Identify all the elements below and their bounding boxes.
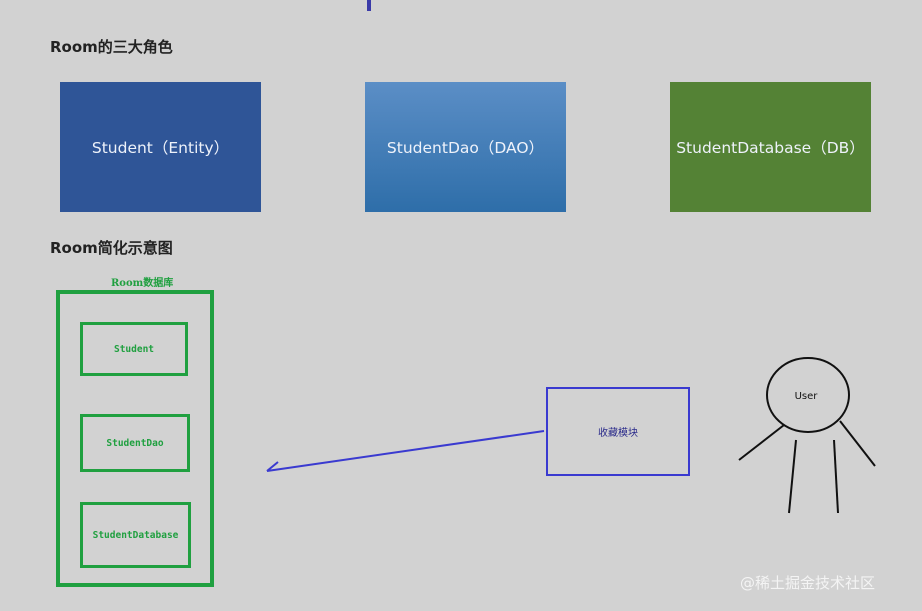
role-label-dao: StudentDao（DAO） [386, 139, 545, 157]
component-student-dao: StudentDao [80, 414, 190, 472]
role-box-dao: StudentDao（DAO） [365, 82, 566, 212]
roles-section-title: Room的三大角色 [50, 38, 173, 56]
role-label-entity: Student（Entity） [91, 139, 230, 157]
room-database-container [56, 290, 214, 587]
module-to-database-arrow [266, 430, 545, 472]
component-student-database-label: StudentDatabase [92, 529, 179, 541]
component-student: Student [80, 322, 188, 376]
top-divider-mark [367, 0, 371, 11]
role-label-db: StudentDatabase（DB） [676, 139, 865, 157]
room-database-label: Room数据库 [111, 278, 174, 289]
component-student-dao-label: StudentDao [106, 437, 164, 449]
diagram-section-title: Room简化示意图 [50, 239, 173, 257]
favorites-module-box: 收藏模块 [546, 387, 690, 476]
component-student-database: StudentDatabase [80, 502, 191, 568]
watermark: @稀土掘金技术社区 [740, 574, 876, 592]
component-student-label: Student [113, 343, 155, 355]
role-box-db: StudentDatabase（DB） [670, 82, 871, 212]
user-label: User [794, 391, 818, 402]
favorites-module-label: 收藏模块 [598, 428, 638, 439]
role-box-entity: Student（Entity） [60, 82, 261, 212]
user-stick-figure [738, 357, 876, 514]
